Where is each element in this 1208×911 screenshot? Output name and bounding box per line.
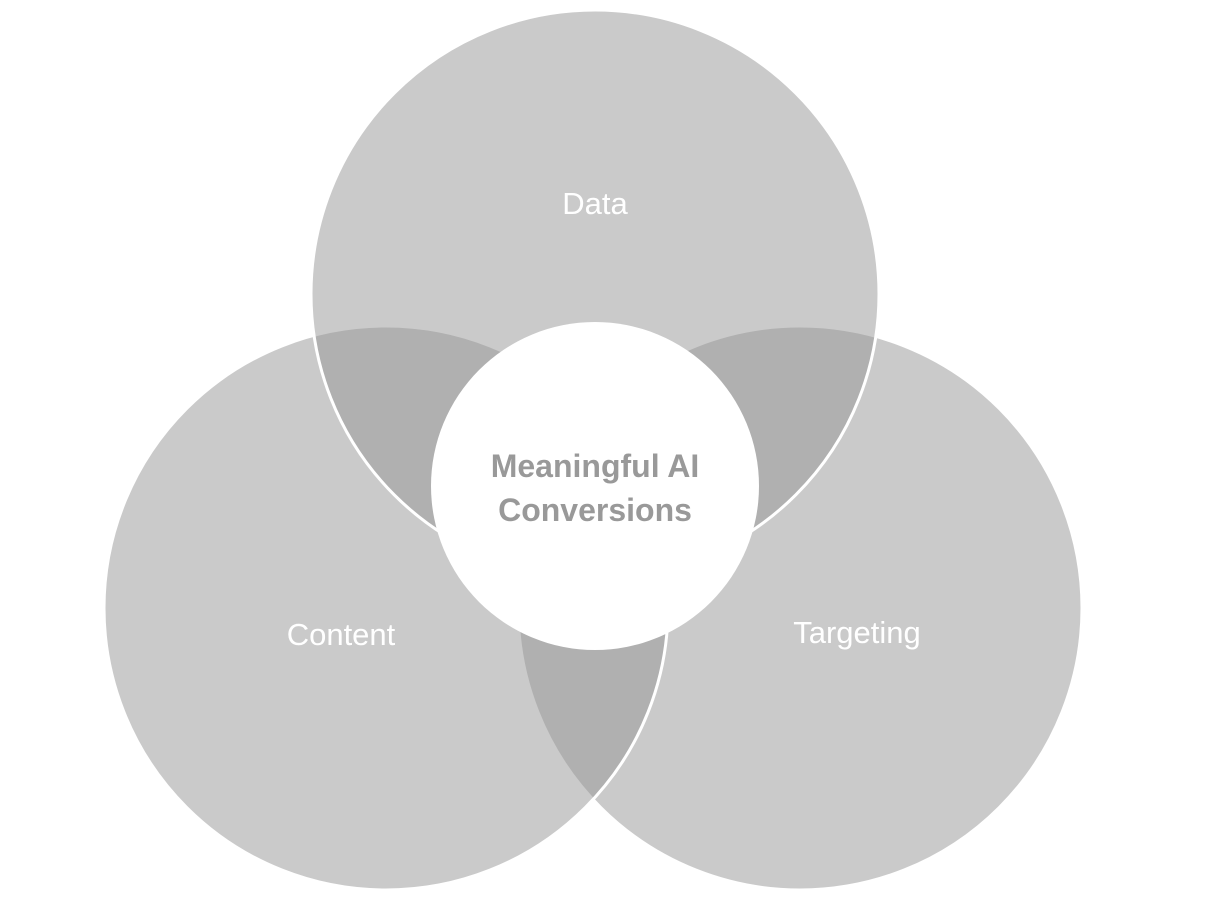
targeting-circle-label: Targeting — [793, 615, 921, 650]
data-circle-label: Data — [562, 186, 628, 221]
center-label-line2: Conversions — [498, 492, 692, 528]
content-circle-label: Content — [287, 617, 396, 652]
center-label-line1: Meaningful AI — [491, 448, 700, 484]
center-circle — [431, 322, 759, 650]
